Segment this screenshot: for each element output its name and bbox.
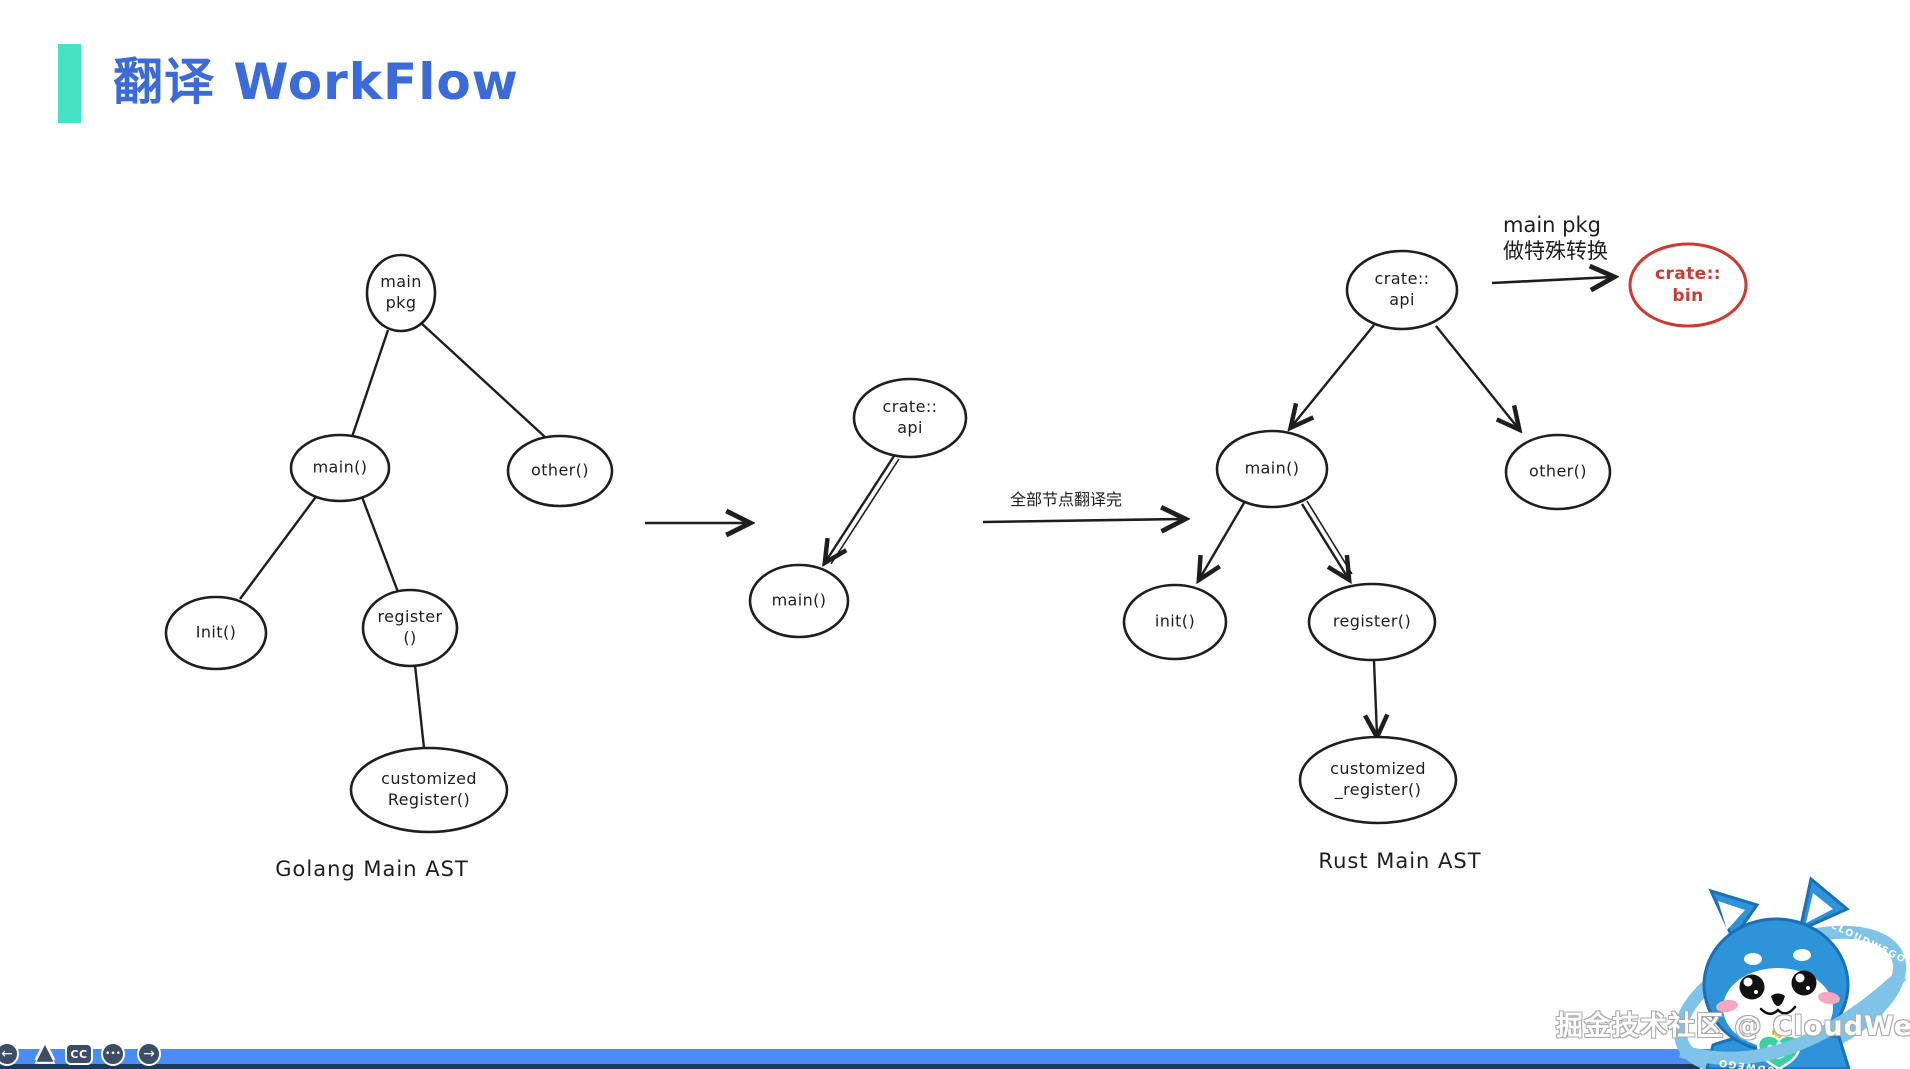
golang-other-node — [506, 434, 614, 508]
rust-customized-register-node — [1298, 735, 1458, 825]
transition-arrow-2 — [982, 519, 1183, 522]
golang-customized-register-label: customized Register() — [381, 769, 477, 809]
rust-main-label: main() — [1244, 458, 1300, 478]
golang-tree-edges — [239, 321, 546, 749]
transition-arrow-label: 全部节点翻译完 — [1009, 490, 1123, 509]
mascot-ring-front — [1679, 970, 1907, 1065]
rust-register-node — [1307, 582, 1437, 662]
golang-tree-caption: Golang Main AST — [275, 857, 469, 881]
pointer-tool-icon[interactable]: ▲ — [36, 1040, 54, 1065]
intermediate-main-label: main() — [771, 590, 827, 610]
ellipsis-icon: ••• — [105, 1048, 121, 1059]
rust-register-label: register() — [1332, 611, 1412, 631]
player-bar-bottom-strip — [0, 1064, 1700, 1069]
rust-main-node — [1215, 429, 1329, 509]
rust-customized-register-label: customized _register() — [1330, 759, 1426, 799]
dog-nose — [1771, 993, 1785, 1006]
dog-right-cheek — [1818, 991, 1840, 1005]
dog-face-features — [1716, 970, 1840, 1015]
next-arrow-icon: → — [143, 1046, 155, 1062]
cloudwego-mascot: CLOUDWEGO CLOUDWEGO — [1638, 876, 1908, 1069]
community-watermark: 掘金技术社区 @ CloudWeGo — [1556, 1011, 1910, 1042]
player-bar — [0, 1049, 1745, 1064]
golang-register-node — [361, 588, 459, 668]
prev-button[interactable]: ← — [0, 1042, 19, 1066]
golang-main-pkg-node — [365, 253, 437, 333]
golang-customized-register-node — [349, 746, 509, 834]
dog-mouth — [1759, 1005, 1797, 1015]
rust-other-node — [1504, 433, 1612, 511]
prev-arrow-icon: ← — [1, 1046, 13, 1062]
golang-other-label: other() — [531, 460, 589, 480]
intermediate-crate-api-node — [852, 377, 968, 459]
cc-icon: CC — [70, 1047, 88, 1061]
next-button[interactable]: → — [137, 1042, 161, 1066]
golang-init-node — [164, 595, 268, 671]
rust-init-label: init() — [1154, 611, 1196, 631]
golang-main-pkg-label: main pkg — [380, 272, 422, 312]
more-options-button[interactable]: ••• — [101, 1042, 125, 1066]
dog-left-cheek — [1716, 999, 1738, 1013]
golang-register-label: register () — [377, 607, 443, 647]
rust-tree-caption: Rust Main AST — [1318, 849, 1482, 873]
golang-init-label: Init() — [195, 622, 237, 642]
golang-main-label: main() — [312, 457, 368, 477]
rust-other-label: other() — [1529, 461, 1587, 481]
page-title: 翻译 WorkFlow — [113, 53, 519, 111]
crate-bin-node — [1628, 242, 1748, 328]
special-conversion-note: main pkg 做特殊转换 — [1503, 213, 1608, 264]
crate-bin-label: crate:: bin — [1655, 263, 1721, 306]
special-conversion-arrow — [1491, 277, 1612, 283]
rust-crate-api-node — [1345, 249, 1459, 331]
intermediate-main-node — [748, 563, 850, 639]
captions-button[interactable]: CC — [65, 1043, 93, 1065]
golang-main-node — [289, 433, 391, 503]
intermediate-edge — [826, 455, 900, 564]
rust-tree-edges — [1200, 324, 1518, 735]
title-accent-bar — [58, 44, 81, 123]
intermediate-crate-api-label: crate:: api — [882, 397, 938, 437]
rust-init-node — [1122, 583, 1228, 661]
rust-crate-api-label: crate:: api — [1374, 269, 1430, 309]
